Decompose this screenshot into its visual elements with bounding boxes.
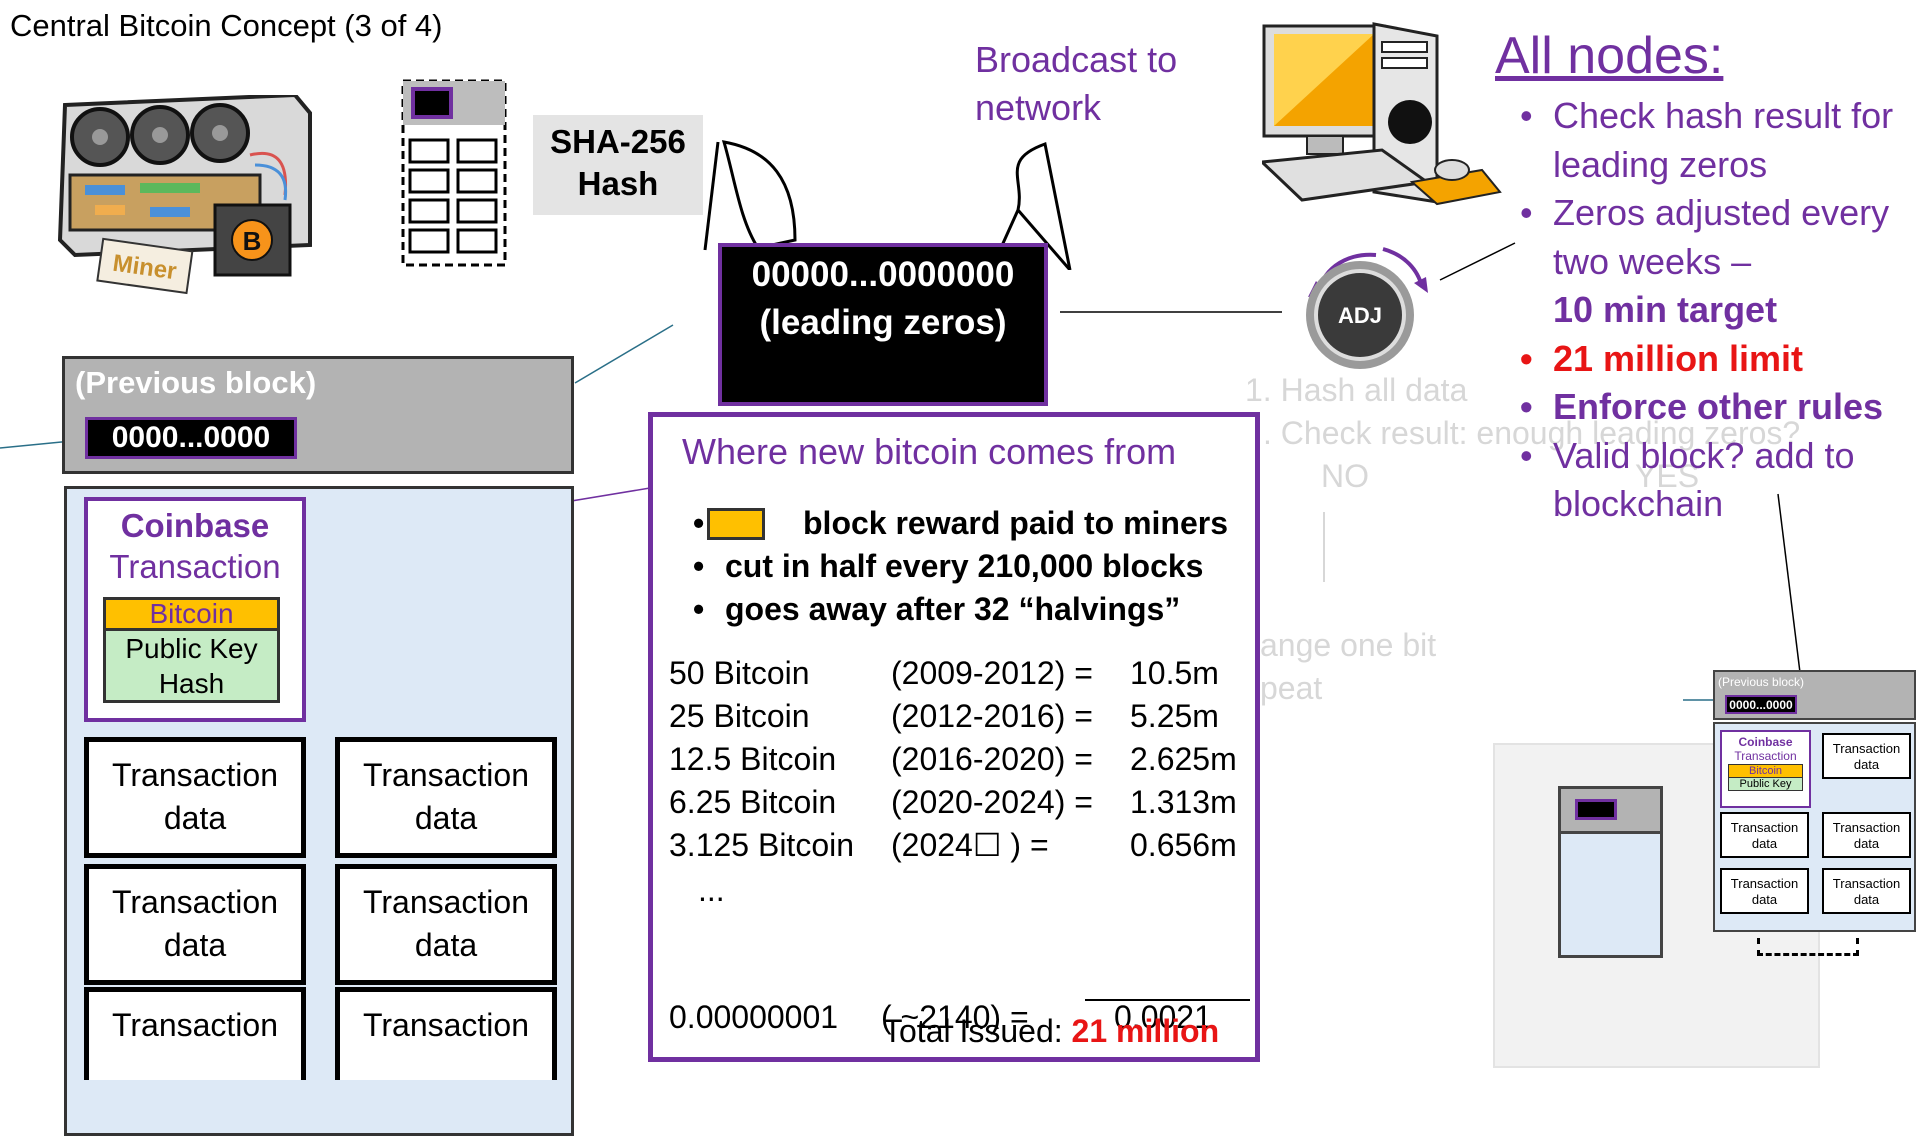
result-caption: (leading zeros) <box>759 303 1007 342</box>
slide-title: Central Bitcoin Concept (3 of 4) <box>10 8 443 43</box>
hash-result-box: 00000...0000000 (leading zeros) <box>718 243 1048 406</box>
previous-block-header: (Previous block) 0000...0000 <box>62 356 574 474</box>
hash-funnel-shapes <box>703 140 1072 270</box>
node-rule-check-zeros: Check hash result for leading zeros <box>1495 92 1915 189</box>
new-bitcoin-source-box: Where new bitcoin comes from block rewar… <box>648 412 1260 1062</box>
hash-line1: SHA-256 <box>550 123 686 160</box>
total-issued: Total Issued: 21 million <box>883 1013 1220 1049</box>
mini-previous-block: (Previous block) 0000...0000 <box>1713 670 1916 720</box>
coinbase-subtitle: Transaction <box>109 548 281 585</box>
broadcast-label: Broadcast to network <box>975 39 1178 128</box>
mini-dashed-outline <box>1757 938 1859 956</box>
miner-rig-illustration: B Miner <box>57 95 312 295</box>
block-icon <box>401 79 507 267</box>
node-rule-valid-block: Valid block? add to blockchain <box>1495 432 1915 529</box>
computer-node-illustration <box>1262 22 1502 206</box>
transaction-data-box: Transaction <box>84 987 306 1080</box>
total-underline <box>1085 999 1250 1001</box>
coinbase-bitcoin-field: Bitcoin <box>103 597 280 631</box>
all-nodes-heading: All nodes: <box>1495 27 1724 85</box>
transaction-data-box: Transaction <box>335 987 557 1080</box>
coinbase-transaction: Coinbase Transaction Bitcoin Public Key … <box>84 497 306 722</box>
previous-block-hash: 0000...0000 <box>85 417 297 459</box>
halving-ellipsis: ... <box>698 872 725 908</box>
reward-bullet: goes away after 32 “halvings” <box>693 588 1228 631</box>
node-rule-adjust-zeros: Zeros adjusted every two weeks –10 min t… <box>1495 189 1915 335</box>
total-issued-value: 21 million <box>1071 1013 1220 1049</box>
final-halving-row: 0.00000001 ( ~2140) = 0.0021 <box>669 999 1212 1035</box>
node-rule-enforce: Enforce other rules <box>1495 383 1915 432</box>
reward-title: Where new bitcoin comes from <box>682 431 1177 472</box>
bitcoin-icon <box>231 219 273 261</box>
sha256-hash-box: SHA-256 Hash <box>533 115 703 215</box>
all-nodes-panel: All nodes: Check hash result for leading… <box>1495 26 1915 529</box>
coinbase-title: Coinbase <box>120 507 270 544</box>
mini-coinbase: Coinbase Transaction Bitcoin Public Key <box>1720 730 1811 808</box>
adj-label: ADJ <box>1338 303 1382 328</box>
gold-swatch <box>707 508 765 540</box>
mini-block-icon <box>1558 786 1663 958</box>
reward-bullet: block reward paid to miners <box>693 502 1228 545</box>
reward-bullets: block reward paid to miners cut in half … <box>693 502 1228 631</box>
previous-block-label: (Previous block) <box>75 365 317 400</box>
ten-min-target: 10 min target <box>1553 289 1778 330</box>
reward-bullet: cut in half every 210,000 blocks <box>693 545 1228 588</box>
result-zeros: 00000...0000000 <box>751 255 1015 294</box>
hash-line2: Hash <box>577 165 659 202</box>
node-rule-21-million: 21 million limit <box>1495 335 1915 384</box>
adj-dial-icon: ADJ <box>1306 247 1428 369</box>
svg-text:B: B <box>243 226 262 256</box>
all-nodes-list: Check hash result for leading zeros Zero… <box>1495 92 1915 529</box>
coinbase-public-key-hash: Public Key Hash <box>103 631 280 703</box>
